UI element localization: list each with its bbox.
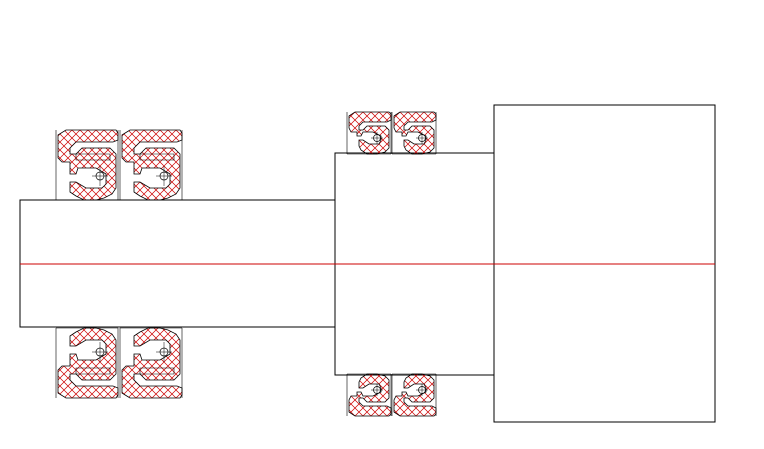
right-seal-pair-bottom xyxy=(346,373,437,417)
left-seal-pair-bottom xyxy=(55,327,183,399)
right-seal-pair-top xyxy=(346,111,437,155)
left-seal-pair-top xyxy=(55,129,183,201)
